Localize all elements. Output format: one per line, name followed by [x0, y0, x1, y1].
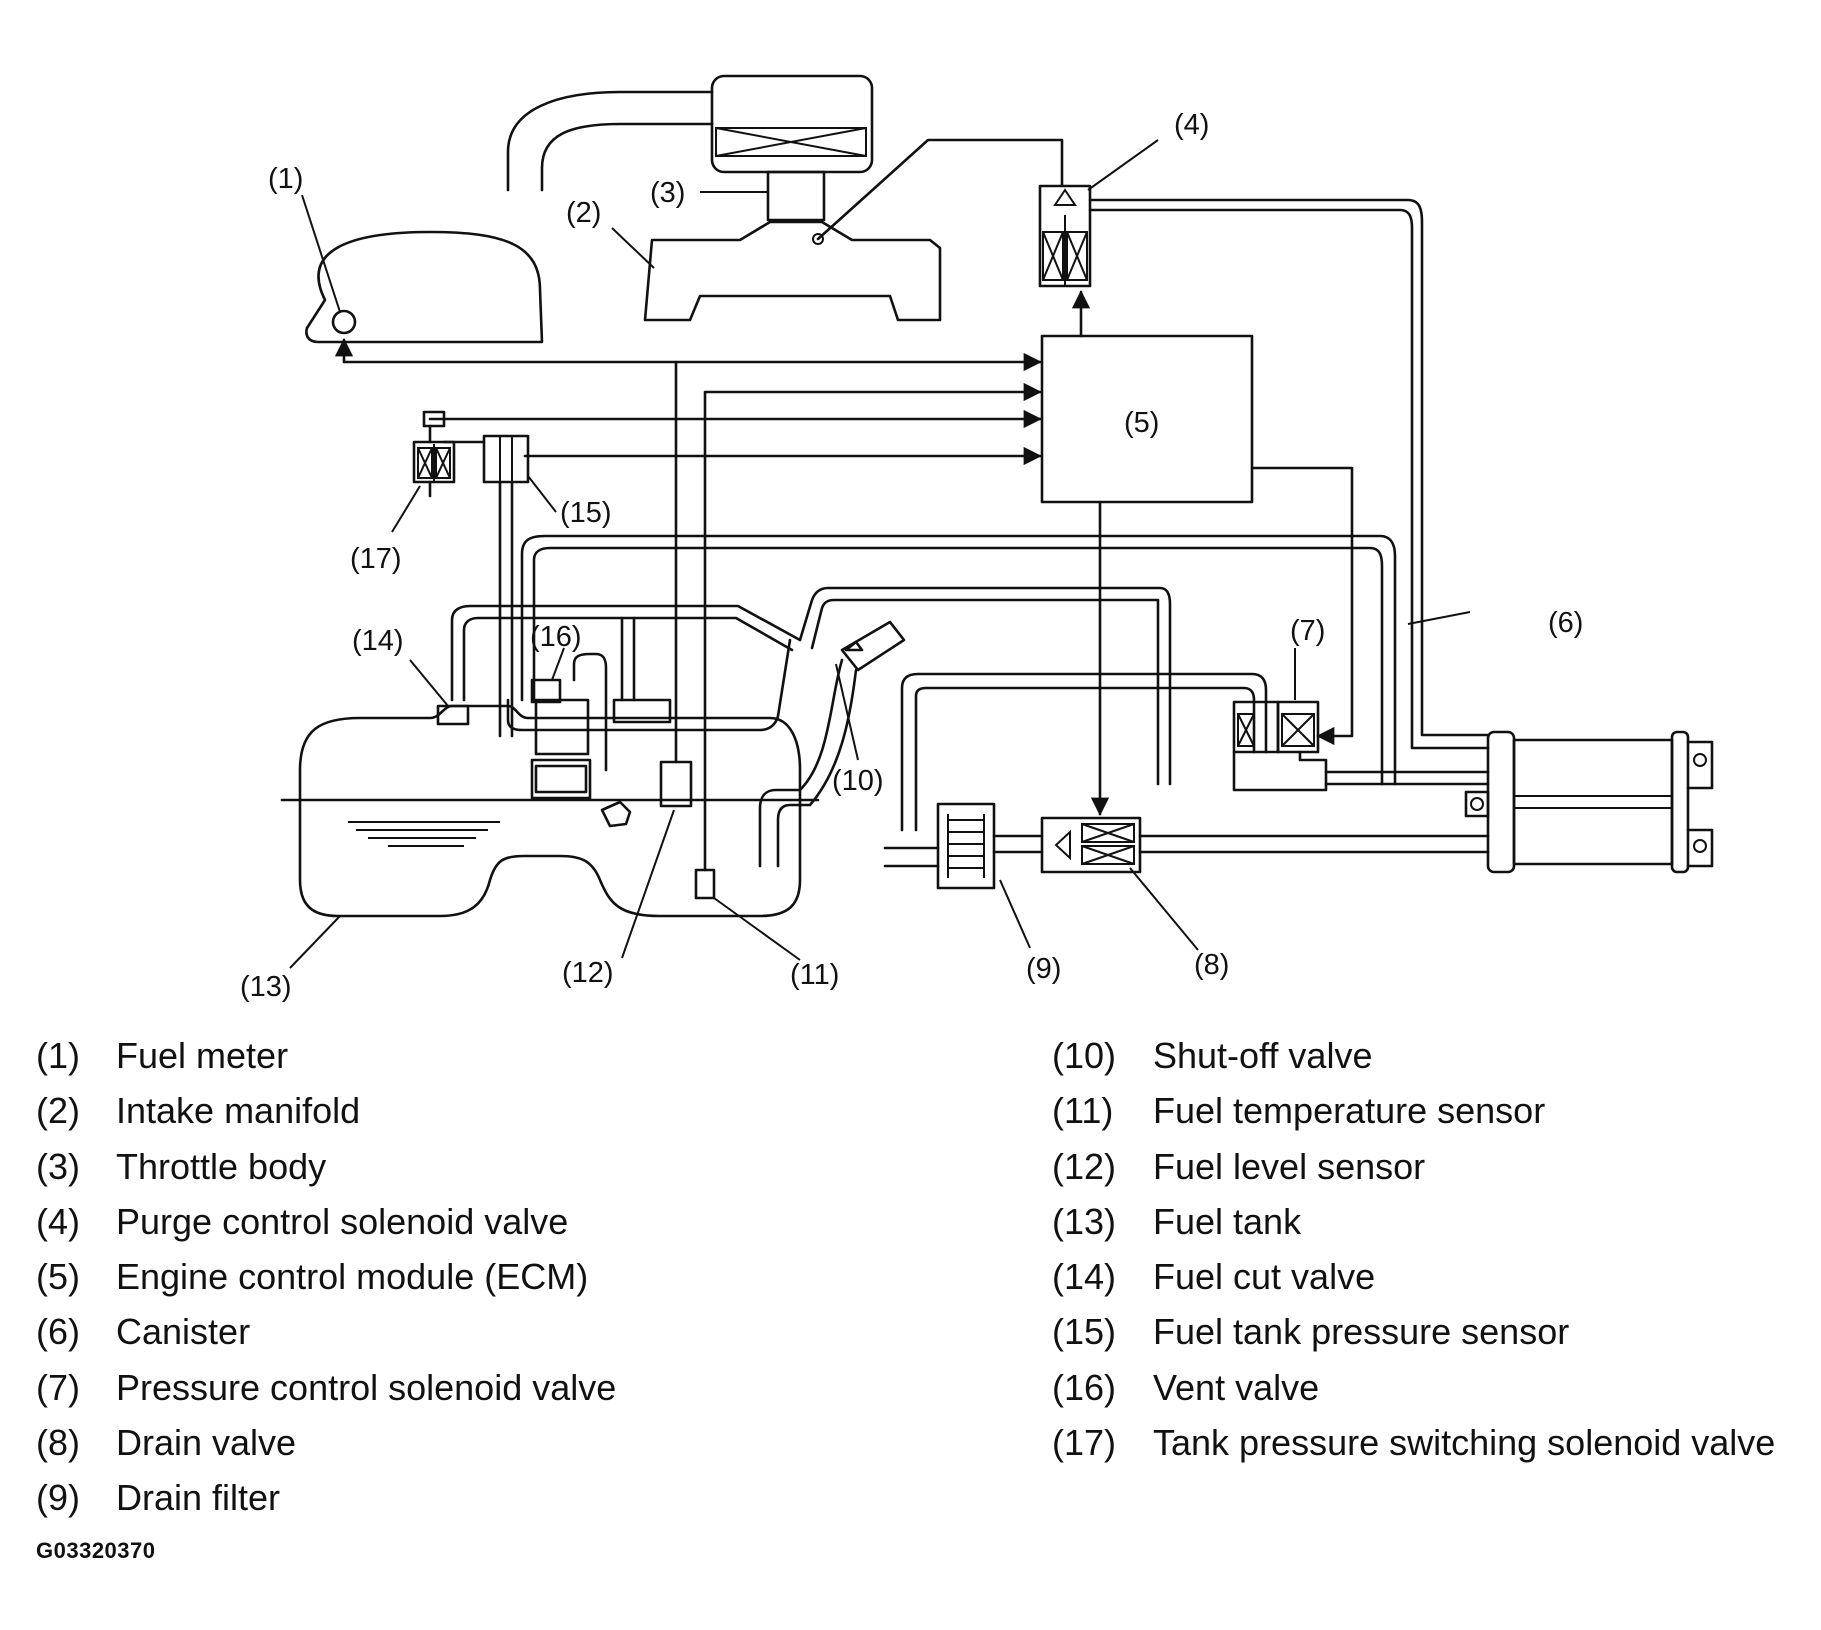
legend-label: Vent valve — [1153, 1366, 1320, 1408]
legend-item: (13) Fuel tank — [1052, 1194, 1775, 1249]
legend-number: (5) — [36, 1256, 80, 1298]
callout-7: (7) — [1290, 615, 1325, 647]
throttle-body — [766, 170, 826, 222]
legend-item: (12) Fuel level sensor — [1052, 1139, 1775, 1194]
drain-filter — [936, 802, 996, 890]
legend-item: (2) Intake manifold — [36, 1083, 616, 1138]
callout-2: (2) — [566, 197, 601, 229]
legend-label: Fuel cut valve — [1153, 1256, 1376, 1298]
legend-item: (9) Drain filter — [36, 1470, 616, 1525]
legend-item: (11) Fuel temperature sensor — [1052, 1083, 1775, 1138]
fuel-meter-signal — [334, 338, 1042, 372]
legend-number: (12) — [1052, 1145, 1117, 1187]
legend-label: Fuel level sensor — [1153, 1145, 1426, 1187]
legend-item: (10) Shut-off valve — [1052, 1028, 1775, 1083]
legend-label: Drain valve — [116, 1422, 297, 1464]
legend-item: (17) Tank pressure switching solenoid val… — [1052, 1415, 1775, 1470]
fuel-cut-valve — [436, 704, 470, 726]
legend-number: (2) — [36, 1090, 80, 1132]
legend-label: Pressure control solenoid valve — [116, 1366, 617, 1408]
legend-number: (16) — [1052, 1366, 1117, 1408]
legend-number: (4) — [36, 1200, 80, 1242]
canister — [1464, 730, 1714, 874]
leader-lines — [289, 139, 1471, 969]
callout-14: (14) — [352, 625, 404, 657]
legend-item: (5) Engine control module (ECM) — [36, 1249, 616, 1304]
legend-number: (8) — [36, 1422, 80, 1464]
legend-label: Fuel meter — [116, 1035, 289, 1076]
purge-control-solenoid-valve — [1038, 184, 1092, 288]
legend-label: Throttle body — [116, 1145, 327, 1187]
evap-system-diagram: (1) (2) (3) (4) (5) (6) (7) (8) (9) (10)… — [240, 74, 1714, 1003]
legend-label: Shut-off valve — [1153, 1035, 1373, 1076]
legend-number: (3) — [36, 1145, 80, 1187]
legend-number: (11) — [1052, 1090, 1114, 1132]
ecm-to-pressure-valve-line — [1250, 466, 1354, 746]
callout-13: (13) — [240, 971, 292, 1003]
callout-6: (6) — [1548, 607, 1583, 639]
legend-number: (14) — [1052, 1256, 1117, 1298]
legend-number: (10) — [1052, 1035, 1117, 1076]
callout-11: (11) — [790, 959, 839, 991]
figure-code: G03320370 — [36, 1538, 156, 1563]
fuel-tank-pressure-sensor — [482, 434, 530, 738]
legend-item: (4) Purge control solenoid valve — [36, 1194, 616, 1249]
legend-label: Intake manifold — [116, 1090, 361, 1132]
legend-number: (15) — [1052, 1311, 1117, 1353]
legend-right: (10) Shut-off valve (11) Fuel temperature … — [1052, 1028, 1775, 1470]
jet-pump — [600, 698, 672, 828]
callout-16: (16) — [530, 621, 582, 653]
purge-to-canister-line — [1088, 198, 1490, 737]
legend-label: Fuel temperature sensor — [1153, 1090, 1546, 1132]
legend-number: (6) — [36, 1311, 80, 1353]
callout-17: (17) — [350, 543, 402, 575]
legend-label: Canister — [116, 1311, 251, 1353]
legend-item: (16) Vent valve — [1052, 1360, 1775, 1415]
callout-12: (12) — [562, 957, 614, 989]
callout-9: (9) — [1026, 953, 1061, 985]
fuel-level-sensor — [659, 760, 693, 808]
legend-left: (1) Fuel meter (2) Intake manifold (3) Thro… — [36, 1028, 616, 1526]
legend-item: (8) Drain valve — [36, 1415, 616, 1470]
callout-10: (10) — [832, 765, 884, 797]
legend-number: (7) — [36, 1366, 80, 1408]
legend-item: (3) Throttle body — [36, 1139, 616, 1194]
legend-number: (17) — [1052, 1422, 1117, 1464]
legend-label: Purge control solenoid valve — [116, 1200, 569, 1242]
legend-item: (1) Fuel meter — [36, 1028, 616, 1083]
shut-off-valve — [758, 620, 906, 868]
tank-pressure-switching-solenoid-valve — [412, 410, 486, 498]
callout-15: (15) — [560, 497, 612, 529]
engine-control-module — [1040, 334, 1254, 504]
callout-1: (1) — [268, 163, 303, 195]
legend-label: Fuel tank pressure sensor — [1153, 1311, 1570, 1353]
vent-valve — [530, 652, 608, 800]
drain-valve — [1040, 816, 1142, 874]
callout-5: (5) — [1124, 407, 1159, 439]
legend-item: (7) Pressure control solenoid valve — [36, 1360, 616, 1415]
legend-number: (9) — [36, 1477, 80, 1519]
legend-label: Engine control module (ECM) — [116, 1256, 589, 1298]
legend-label: Drain filter — [116, 1477, 281, 1519]
purge-line — [816, 138, 1064, 241]
intake-manifold — [643, 220, 942, 322]
callout-8: (8) — [1194, 949, 1229, 981]
callout-4: (4) — [1174, 109, 1209, 141]
air-cleaner — [710, 74, 874, 174]
fuel-temp-signal — [703, 382, 1042, 872]
callout-3: (3) — [650, 177, 685, 209]
vapor-piping — [450, 534, 1397, 786]
fuel-meter — [305, 230, 544, 344]
air-intake-duct — [506, 90, 714, 192]
legend-item: (15) Fuel tank pressure sensor — [1052, 1304, 1775, 1359]
legend-item: (6) Canister — [36, 1304, 616, 1359]
legend-number: (13) — [1052, 1200, 1117, 1242]
legend-label: Tank pressure switching solenoid valve — [1153, 1422, 1776, 1464]
fuel-tank — [280, 704, 820, 918]
pressure-control-solenoid-valve — [900, 672, 1490, 832]
fuel-temperature-sensor — [694, 868, 716, 900]
legend-label: Fuel tank — [1153, 1200, 1302, 1242]
legend-number: (1) — [36, 1035, 80, 1076]
legend-item: (14) Fuel cut valve — [1052, 1249, 1775, 1304]
